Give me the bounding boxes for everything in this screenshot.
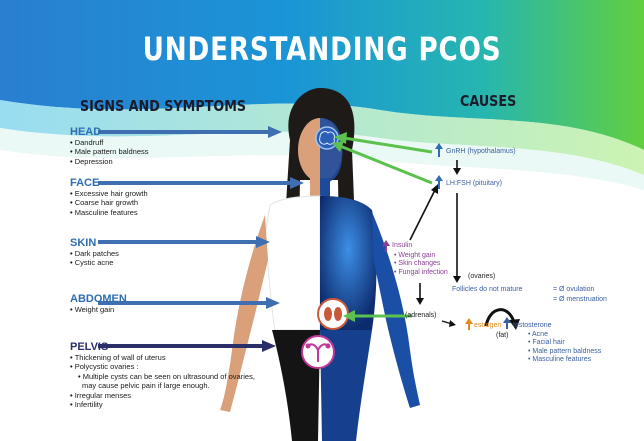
- list-item: Masculine features: [528, 356, 601, 364]
- list-item: may cause pelvic pain if large enough.: [82, 381, 210, 391]
- symptom-head-list: Dandruff Male pattern baldness Depressio…: [70, 138, 149, 166]
- list-item: Dark patches: [70, 249, 119, 258]
- cause-adrenals: (adrenals): [405, 312, 437, 319]
- list-item: Coarse hair growth: [70, 198, 148, 207]
- cause-ovulation: = Ø ovulation: [553, 286, 595, 293]
- list-item: Skin changes: [394, 260, 448, 268]
- testosterone-effects: Acne Facial hair Male pattern baldness M…: [528, 331, 601, 365]
- list-item: Polycystic ovaries :: [70, 362, 255, 371]
- list-item: Thickening of wall of uterus: [70, 353, 255, 362]
- symptom-abdomen-list: Weight gain: [70, 305, 114, 314]
- cause-ovaries: (ovaries): [468, 273, 496, 280]
- list-item: Infertility: [70, 400, 255, 409]
- symptom-arrows: [98, 126, 304, 352]
- list-item: Cystic acne: [70, 258, 119, 267]
- cause-follicles: Follicles do not mature: [452, 286, 523, 293]
- page-title: UNDERSTANDING PCOS: [142, 30, 502, 68]
- list-item: Weight gain: [70, 305, 114, 314]
- list-item: Male pattern baldness: [528, 348, 601, 356]
- symptom-pelvis-label: PELVIS: [70, 341, 109, 353]
- symptom-pelvis-list: Thickening of wall of uterus Polycystic …: [70, 353, 255, 409]
- cause-testosterone: testosterone: [513, 322, 552, 329]
- symptom-skin-list: Dark patches Cystic acne: [70, 249, 119, 268]
- symptom-skin-label: SKIN: [70, 237, 97, 249]
- symptom-face-label: FACE: [70, 177, 100, 189]
- list-item: Fungal infection: [394, 269, 447, 277]
- cause-insulin: Insulin: [392, 242, 413, 249]
- cause-lhfsh: LH:FSH (pituitary): [446, 180, 503, 187]
- insulin-effects: Weight gain Skin changes Fungal infectio…: [394, 252, 448, 277]
- cause-arrows: [332, 132, 520, 330]
- list-item: Depression: [70, 157, 149, 166]
- causes-heading: CAUSES: [460, 92, 517, 110]
- signs-heading: SIGNS AND SYMPTOMS: [80, 97, 247, 115]
- list-item: Male pattern baldness: [70, 147, 149, 156]
- list-item: Acne: [528, 331, 601, 339]
- cause-fat: (fat): [496, 332, 509, 339]
- list-item: Weight gain: [394, 252, 448, 260]
- cause-gnrh: GnRH (hypothalamus): [446, 148, 516, 155]
- list-item: Dandruff: [70, 138, 149, 147]
- list-item: Excessive hair growth: [70, 189, 148, 198]
- cause-menstruation: = Ø menstruation: [553, 296, 607, 303]
- cause-estrogen: estrogen: [474, 322, 502, 329]
- list-item: Irregular menses: [70, 391, 255, 400]
- symptom-face-list: Excessive hair growth Coarse hair growth…: [70, 189, 148, 217]
- symptom-abdomen-label: ABDOMEN: [70, 293, 127, 305]
- symptom-head-label: HEAD: [70, 126, 102, 138]
- list-item: Masculine features: [70, 208, 148, 217]
- list-item: Multiple cysts can be seen on ultrasound…: [70, 372, 255, 381]
- list-item: Facial hair: [528, 339, 601, 347]
